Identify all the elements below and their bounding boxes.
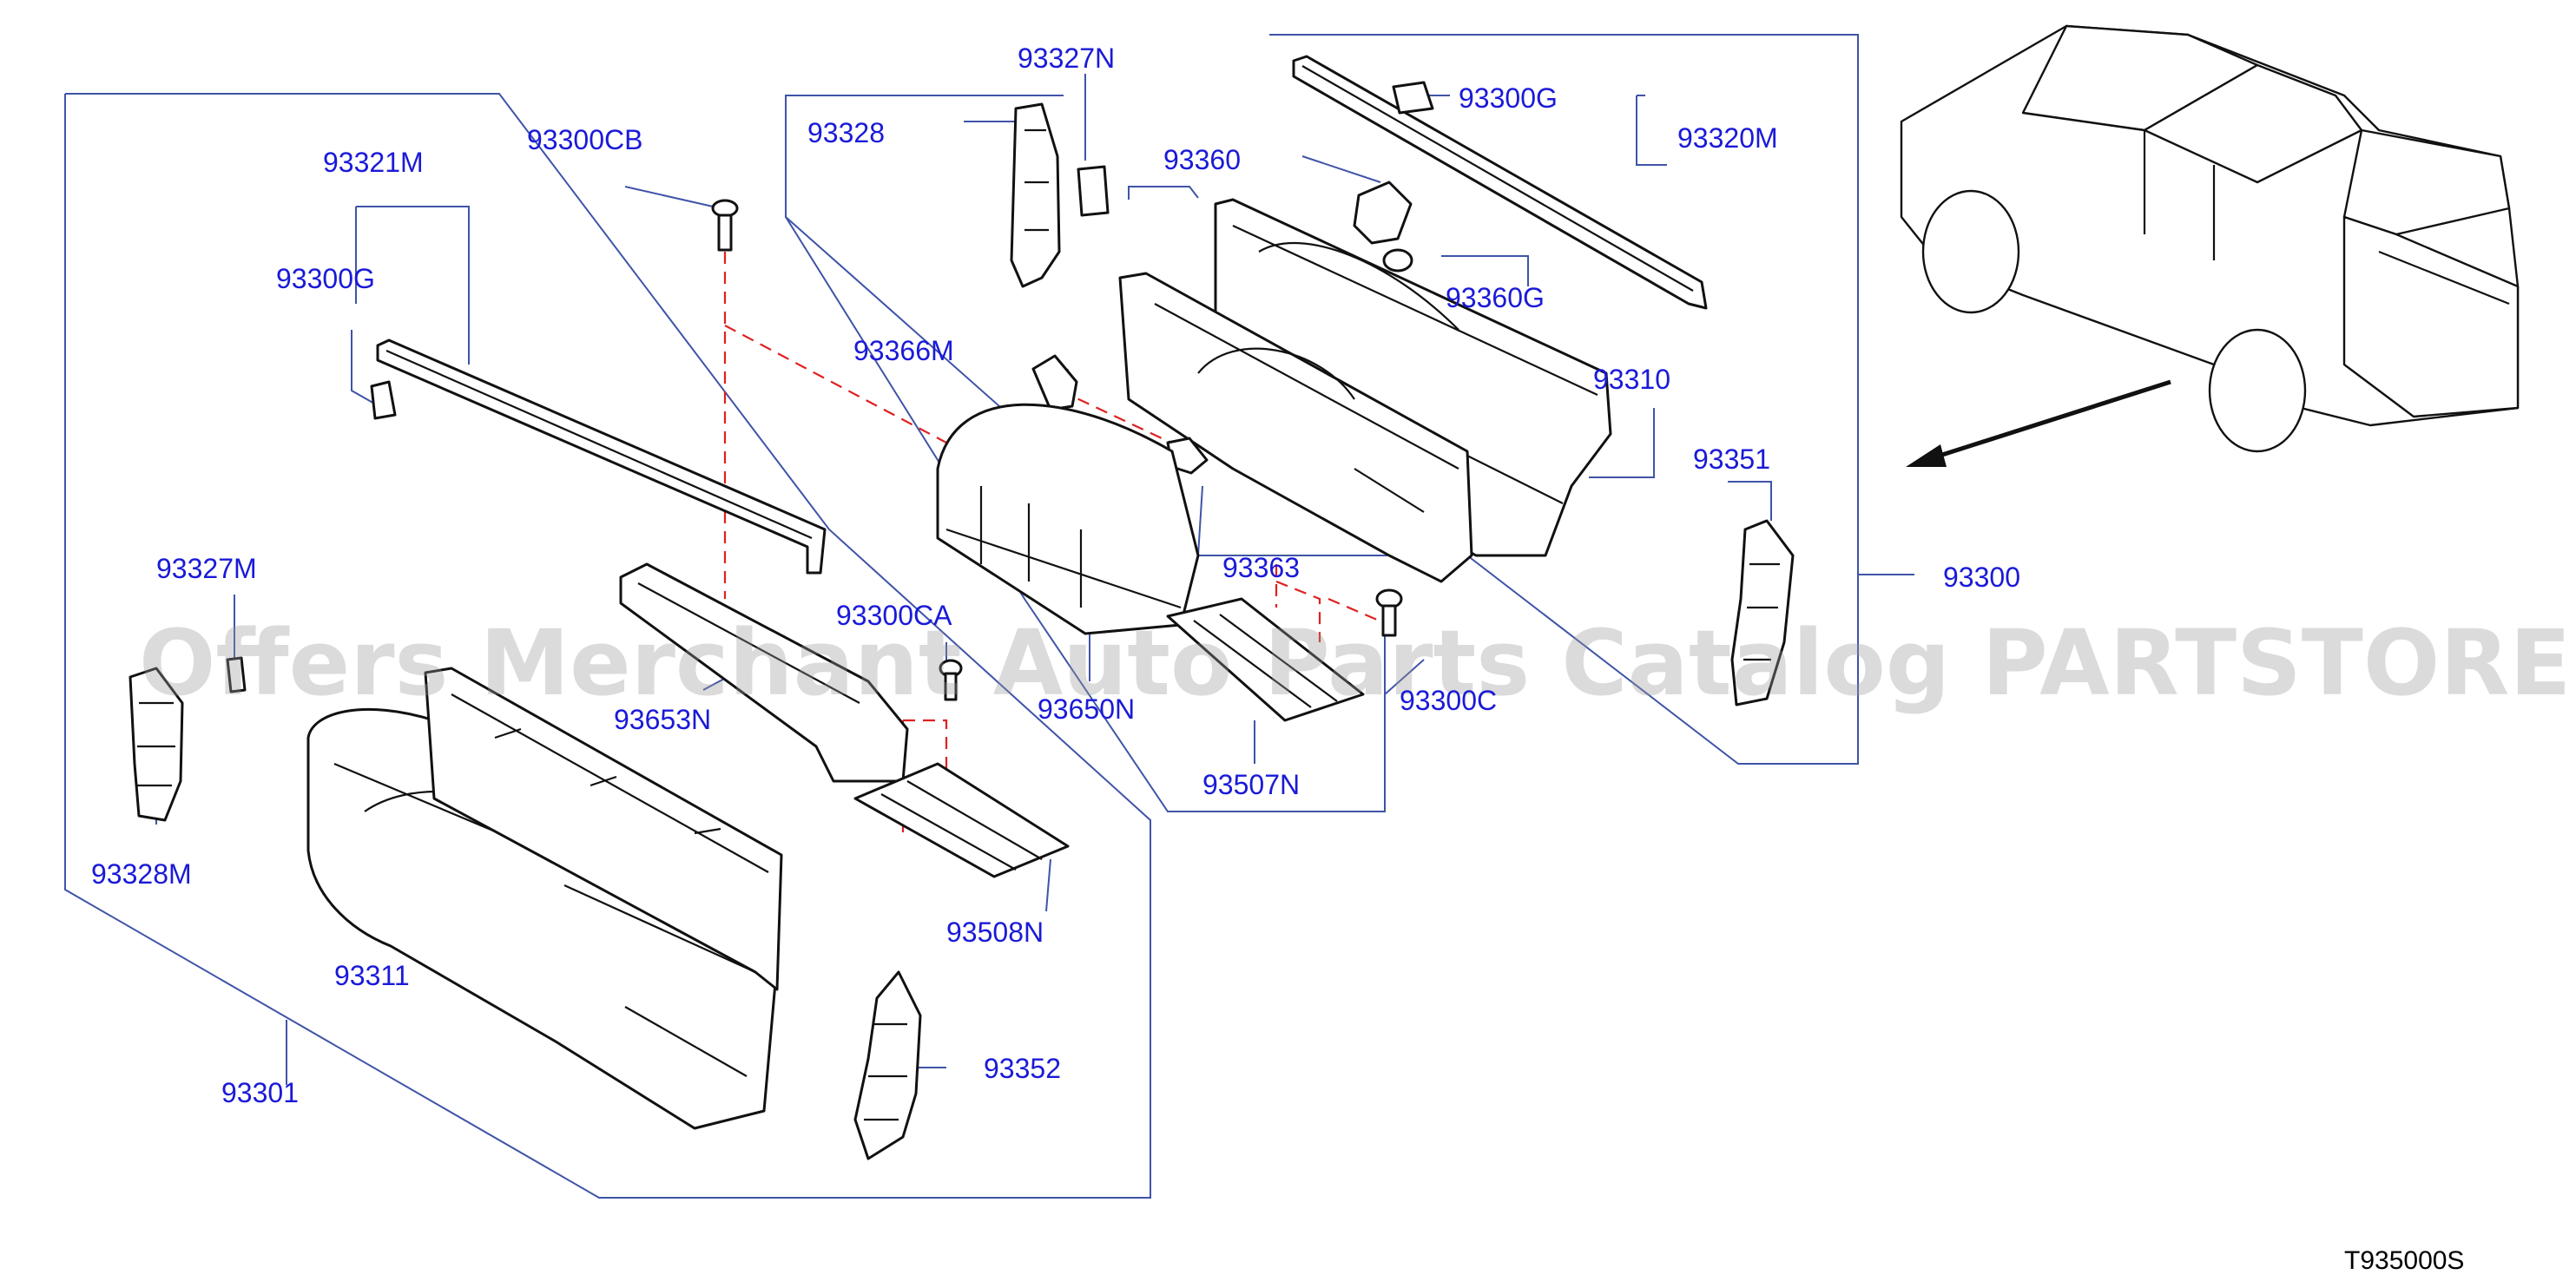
part-93360: [1353, 181, 1413, 245]
part-93328-bracket: [1010, 102, 1061, 288]
part-93650N-wheelhouse: [936, 403, 1200, 635]
part-93327M-clip: [226, 656, 247, 693]
part-93327N-clip: [1077, 165, 1110, 217]
callout-93300: 93300: [1943, 562, 2020, 593]
callout-93300CA: 93300CA: [836, 600, 952, 631]
callout-93653N: 93653N: [614, 704, 711, 735]
callout-93310: 93310: [1593, 364, 1670, 395]
callout-93301: 93301: [221, 1077, 299, 1108]
direction-arrow: [1906, 379, 2171, 467]
callout-93363: 93363: [1222, 552, 1300, 583]
callout-93352: 93352: [984, 1053, 1061, 1084]
group-boundary-93301: [64, 93, 1151, 1199]
callout-93327M: 93327M: [156, 553, 257, 584]
callout-93300G-top: 93300G: [1459, 82, 1558, 114]
callout-93328M: 93328M: [91, 858, 192, 890]
part-93300G-clip-left: [370, 380, 397, 420]
part-93366M: [1031, 354, 1078, 411]
callout-93508N: 93508N: [946, 917, 1044, 948]
part-93300CA-bolt: [939, 659, 963, 701]
callout-93300C: 93300C: [1400, 685, 1497, 716]
part-93300G-clip-top: [1392, 81, 1434, 115]
drawing-code: T935000S: [2344, 1246, 2464, 1275]
callout-93311: 93311: [334, 960, 410, 991]
callout-labels: 93327N 93328 93300CB 93321M 93300G 93360…: [91, 43, 2020, 1108]
callout-93366M: 93366M: [853, 335, 954, 366]
part-93508N-plate: [853, 762, 1070, 878]
callout-93320M: 93320M: [1677, 122, 1778, 154]
part-93311-outer-panel: [306, 707, 779, 1130]
part-93507N-plate: [1166, 597, 1365, 722]
callout-93327N: 93327N: [1018, 43, 1115, 74]
callout-93351: 93351: [1693, 444, 1770, 475]
part-93300-inner-panel: [1118, 272, 1473, 583]
part-93301-inner-panel: [424, 667, 783, 991]
part-93300CB-bolt: [711, 199, 739, 252]
callout-93321M: 93321M: [323, 147, 424, 178]
truck-reference-illustration: [1900, 24, 2520, 453]
part-93300C-bolt: [1375, 588, 1403, 637]
callout-93360: 93360: [1163, 144, 1241, 175]
callout-93507N: 93507N: [1202, 769, 1300, 800]
part-93321M-rail: [376, 338, 827, 575]
watermark-text: Offers Merchant Auto Parts Catalog PARTS…: [139, 610, 2576, 716]
part-93352-bracket: [853, 970, 922, 1160]
callout-93650N: 93650N: [1038, 693, 1135, 725]
callout-93300G-left: 93300G: [276, 263, 375, 294]
part-93328M-bracket: [128, 667, 184, 822]
callout-93328: 93328: [807, 117, 885, 148]
part-93360G: [1382, 248, 1413, 273]
callout-93300CB: 93300CB: [527, 124, 642, 155]
callout-93360G: 93360G: [1446, 282, 1545, 313]
